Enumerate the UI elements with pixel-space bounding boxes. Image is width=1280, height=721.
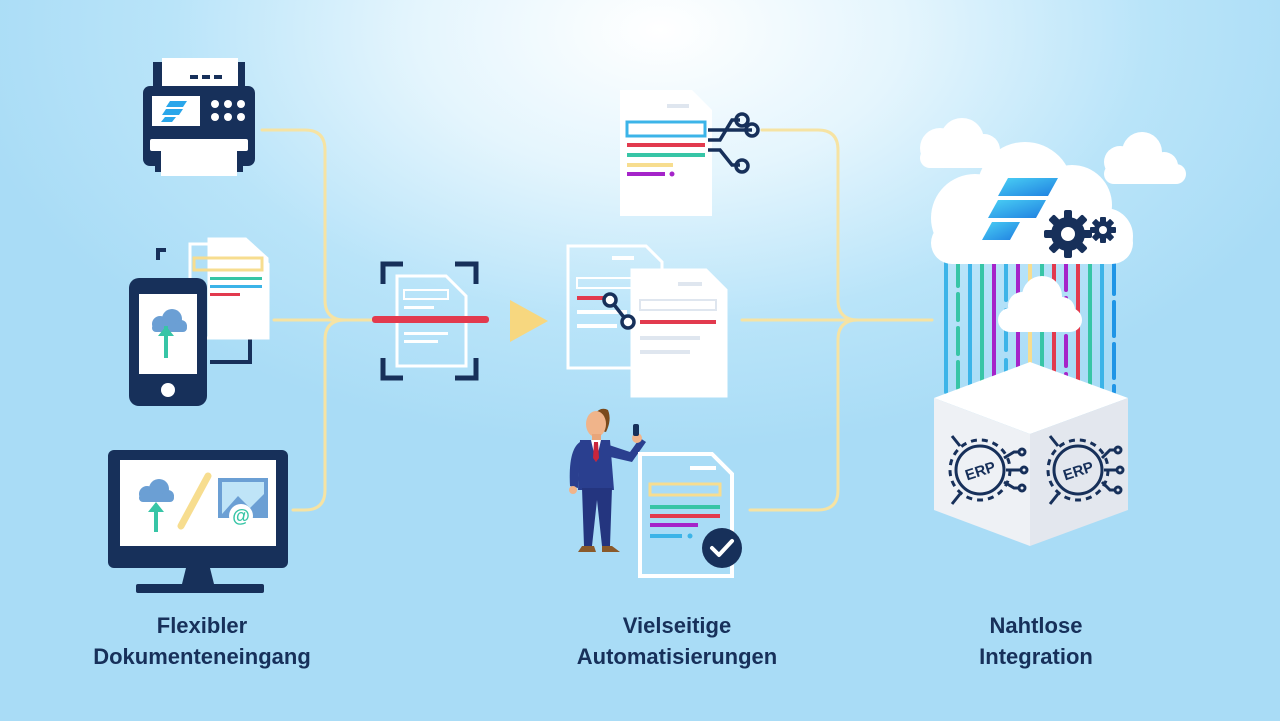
label-automation-line1: Vielseitige xyxy=(622,613,732,638)
label-integration-line1: Nahtlose xyxy=(989,613,1083,638)
gear-icon xyxy=(1044,210,1092,258)
document-matching-icon xyxy=(566,244,728,398)
label-integration: Nahtlose Integration xyxy=(886,610,1186,672)
upload-cloud-icon xyxy=(152,309,187,358)
monitor-upload-email-icon: @ xyxy=(108,450,288,593)
upload-cloud-icon xyxy=(139,479,174,532)
small-gear-icon xyxy=(1090,217,1116,243)
erp-chip-left xyxy=(948,435,1029,505)
label-automation-line2: Automatisierungen xyxy=(576,644,778,669)
document-check-icon xyxy=(638,452,742,578)
erp-chip-right xyxy=(1046,435,1125,505)
small-cloud-right xyxy=(1104,132,1186,184)
connector-lines xyxy=(260,128,934,512)
connector-desktop xyxy=(291,318,347,512)
smartphone-upload-icon xyxy=(129,237,270,406)
label-intake-line2: Dokumenteneingang xyxy=(93,644,311,669)
triangle-arrow-icon xyxy=(510,300,548,342)
label-integration-line2: Integration xyxy=(979,644,1093,669)
connector-extract xyxy=(760,128,860,322)
erp-cube-icon: ERP ERP xyxy=(934,362,1128,546)
businessman-icon xyxy=(569,408,646,552)
label-automation: Vielseitige Automatisierungen xyxy=(527,610,827,672)
label-intake-line1: Flexibler xyxy=(156,613,248,638)
connector-approve xyxy=(748,318,860,512)
small-cloud-middle xyxy=(998,276,1082,332)
document-extraction-icon xyxy=(620,90,760,216)
printer-scanner-icon xyxy=(143,58,255,176)
connector-scanner xyxy=(260,128,347,322)
label-intake: Flexibler Dokumenteneingang xyxy=(52,610,352,672)
cloud-platform-icon xyxy=(920,118,1186,394)
document-scan-icon xyxy=(372,261,489,381)
svg-text:@: @ xyxy=(232,506,250,526)
brand-logo-icon xyxy=(982,178,1058,240)
